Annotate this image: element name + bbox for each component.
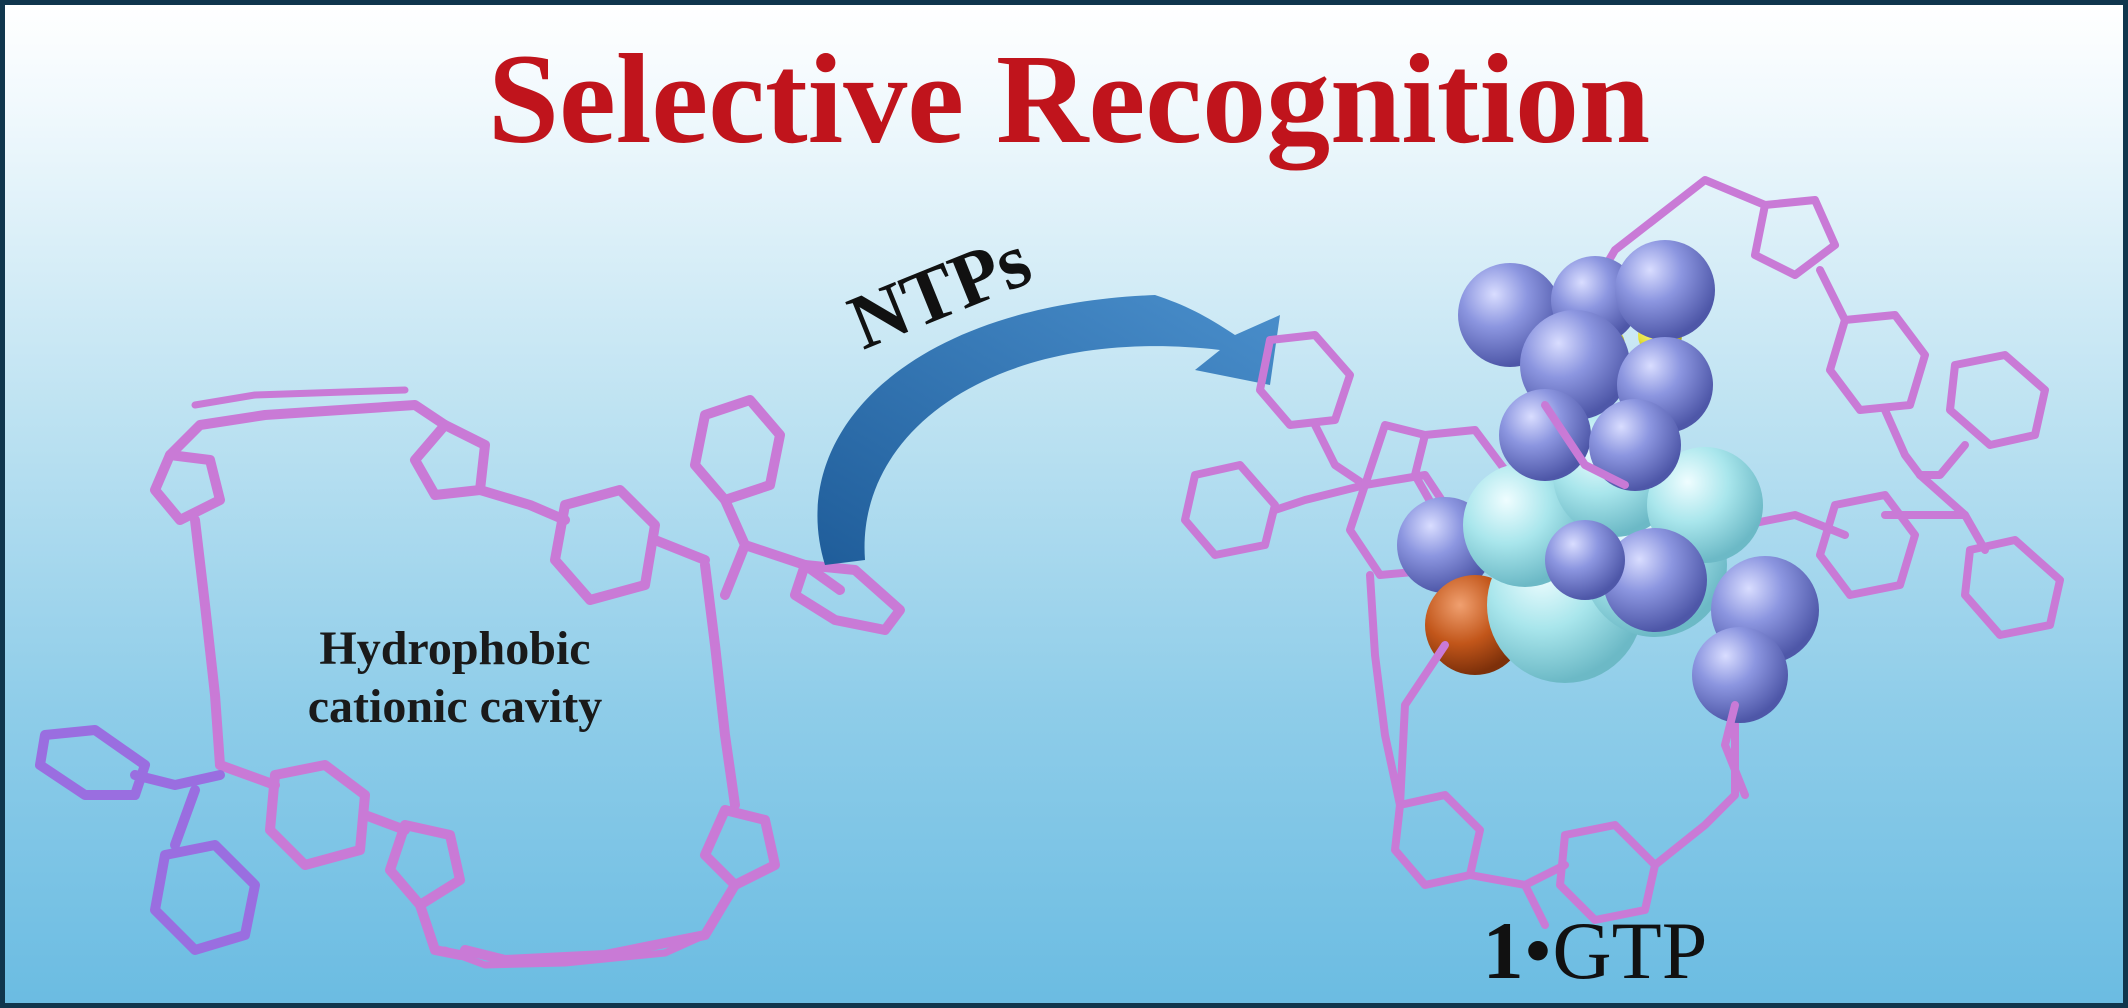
empty-cage-structure bbox=[35, 386, 905, 969]
figure-title: Selective Recognition bbox=[487, 28, 1651, 170]
cavity-label-line2: cationic cavity bbox=[307, 680, 603, 733]
gtp-guest-spheres bbox=[1397, 240, 1819, 723]
cavity-label: Hydrophobic cationic cavity bbox=[235, 620, 675, 736]
complex-separator: • bbox=[1523, 905, 1553, 996]
host-framework-front bbox=[1396, 401, 1749, 809]
cavity-label-line1: Hydrophobic bbox=[319, 622, 591, 675]
complex-number: 1 bbox=[1482, 905, 1524, 996]
graphic-scene: NTPs bbox=[35, 176, 2064, 969]
complex-guest: GTP bbox=[1552, 905, 1708, 996]
complex-label: 1•GTP bbox=[1435, 910, 1755, 992]
recognition-arrow bbox=[817, 295, 1280, 565]
host-framework bbox=[1181, 176, 2064, 929]
